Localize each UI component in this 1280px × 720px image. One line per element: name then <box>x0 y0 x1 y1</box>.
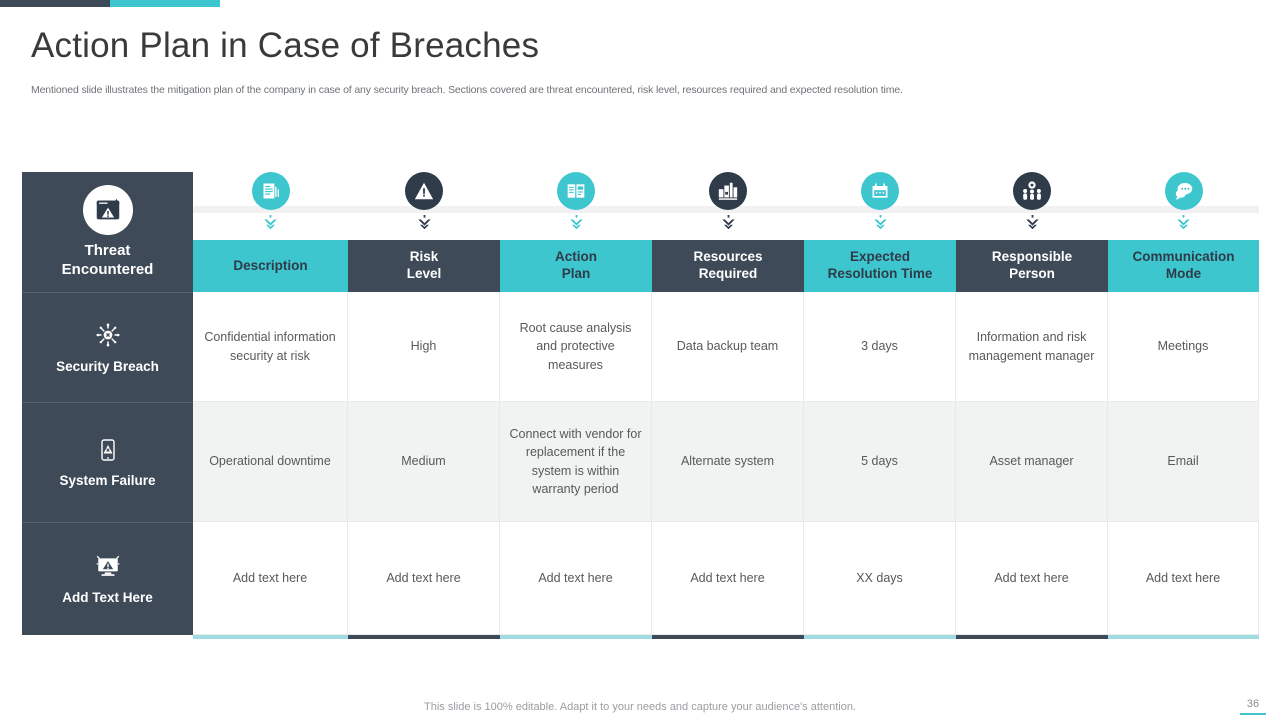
table-cell[interactable]: Add text here <box>348 522 500 635</box>
column-header-line2: Required <box>698 266 758 281</box>
column-icon-4 <box>652 172 804 231</box>
chevron-down-icon <box>416 215 433 231</box>
column-icon-7 <box>1108 172 1259 231</box>
device-error-icon <box>96 438 120 467</box>
table-cell[interactable]: Add text here <box>500 522 652 635</box>
footer-note: This slide is 100% editable. Adapt it to… <box>424 701 856 713</box>
chevron-down-icon <box>1175 215 1192 231</box>
table-cell[interactable]: Alternate system <box>652 402 804 522</box>
table-cell[interactable]: Meetings <box>1108 292 1259 402</box>
table-bottom-accent <box>193 635 1259 639</box>
threat-header-line2: Encountered <box>61 261 154 278</box>
table-cell[interactable]: Asset manager <box>956 402 1108 522</box>
column-icon-5 <box>804 172 956 231</box>
table-cell[interactable]: Connect with vendor for replacement if t… <box>500 402 652 522</box>
table-cell[interactable]: XX days <box>804 522 956 635</box>
table-row: Confidential information security at ris… <box>193 292 1259 402</box>
row-label-text: System Failure <box>59 472 156 488</box>
row-label-3[interactable]: Add Text Here <box>22 522 193 635</box>
monitor-warning-icon <box>95 553 121 584</box>
column-bottom-accent-4 <box>652 635 804 639</box>
page-subtitle: Mentioned slide illustrates the mitigati… <box>31 84 903 96</box>
calendar-time-icon <box>861 172 899 210</box>
column-header-line1: Action <box>555 249 597 265</box>
column-header-line1: Responsible <box>991 249 1073 265</box>
column-bottom-accent-5 <box>804 635 956 639</box>
warning-triangle-icon <box>405 172 443 210</box>
page-number: 36 <box>1240 698 1266 715</box>
column-header-line1: Resources <box>693 249 763 265</box>
row-label-1[interactable]: Security Breach <box>22 292 193 402</box>
column-icon-3 <box>500 172 652 231</box>
table-cell[interactable]: Data backup team <box>652 292 804 402</box>
column-icon-row <box>193 172 1259 240</box>
column-icon-6 <box>956 172 1108 231</box>
column-icon-2 <box>348 172 500 231</box>
table-cell[interactable]: Information and risk management manager <box>956 292 1108 402</box>
chevron-down-icon <box>568 215 585 231</box>
table-cell[interactable]: Add text here <box>193 522 348 635</box>
chevron-down-icon <box>720 215 737 231</box>
table-body: Confidential information security at ris… <box>193 292 1259 635</box>
column-header-line1: Risk <box>409 249 439 265</box>
row-label-2[interactable]: System Failure <box>22 402 193 522</box>
column-header-line2: Resolution Time <box>827 266 933 281</box>
table-cell[interactable]: Add text here <box>1108 522 1259 635</box>
table-cell[interactable]: Medium <box>348 402 500 522</box>
column-header-line2: Plan <box>561 266 591 281</box>
page-title: Action Plan in Case of Breaches <box>31 26 540 65</box>
table-cell[interactable]: Add text here <box>652 522 804 635</box>
clipboard-plan-icon <box>557 172 595 210</box>
column-bottom-accent-3 <box>500 635 652 639</box>
chevron-down-icon <box>872 215 889 231</box>
threat-header-line1: Threat <box>84 241 131 259</box>
column-header-line1: Description <box>233 257 308 273</box>
document-lines-icon <box>251 172 290 210</box>
column-bottom-accent-1 <box>193 635 348 639</box>
table-cell[interactable]: High <box>348 292 500 402</box>
table-cell[interactable]: 5 days <box>804 402 956 522</box>
table-cell[interactable]: Root cause analysis and protective measu… <box>500 292 652 402</box>
column-bottom-accent-7 <box>1108 635 1259 639</box>
column-header-line2: Mode <box>1165 266 1202 281</box>
table-cell[interactable]: Confidential information security at ris… <box>193 292 348 402</box>
browser-warning-icon <box>82 184 133 235</box>
factory-resources-icon <box>709 172 747 210</box>
column-icon-1 <box>193 172 348 231</box>
row-label-text: Security Breach <box>56 358 159 374</box>
column-bottom-accent-2 <box>348 635 500 639</box>
column-bottom-accent-6 <box>956 635 1108 639</box>
table-cell[interactable]: Add text here <box>956 522 1108 635</box>
table-cell[interactable]: 3 days <box>804 292 956 402</box>
speech-bubble-icon <box>1164 172 1203 210</box>
table-cell[interactable]: Operational downtime <box>193 402 348 522</box>
column-header-line2: Person <box>1009 266 1055 281</box>
column-header-line2: Level <box>406 266 442 281</box>
column-header-line1: Communication <box>1132 249 1235 265</box>
chevron-down-icon <box>1024 215 1041 231</box>
virus-shield-icon <box>95 322 121 353</box>
row-label-text: Add Text Here <box>62 590 153 605</box>
threat-encountered-header: Threat Encountered <box>22 172 193 292</box>
chevron-down-icon <box>262 215 279 231</box>
people-gear-icon <box>1013 172 1051 210</box>
threat-header-label: Threat Encountered <box>62 241 154 280</box>
accent-bar-teal <box>110 0 220 7</box>
column-header-1[interactable]: Description <box>193 240 348 292</box>
column-header-line1: Expected <box>849 249 910 265</box>
accent-bar-dark <box>0 0 110 7</box>
table-cell[interactable]: Email <box>1108 402 1259 522</box>
